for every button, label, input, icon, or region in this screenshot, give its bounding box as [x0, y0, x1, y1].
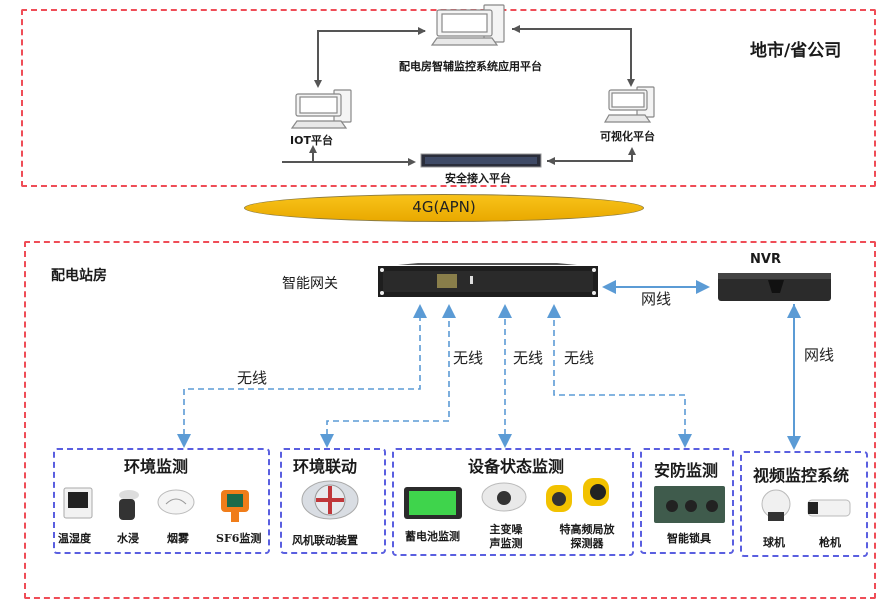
- device-label: 蓄电池监测: [405, 530, 460, 543]
- group-security-monitoring: [640, 448, 734, 554]
- group-title: 设备状态监测: [468, 457, 565, 476]
- group-video-surveillance: [740, 451, 868, 557]
- link-access-viz: [547, 147, 636, 162]
- access-platform-label: 安全接入平台: [445, 172, 511, 185]
- thermo-hygrometer-icon: [63, 487, 93, 519]
- 4g-apn-label: 4G(APN): [412, 198, 476, 216]
- wireless-linkage-label: 无线: [453, 349, 484, 367]
- gateway-device-icon: [378, 263, 598, 297]
- device-label: 温湿度: [58, 532, 91, 545]
- viz-platform-label: 可视化平台: [600, 130, 655, 143]
- dome-camera-icon: [761, 489, 791, 521]
- fan-linkage-icon: [301, 480, 359, 520]
- link-wireless-security: [553, 312, 686, 445]
- group-equipment-status: [392, 448, 634, 556]
- nvr-device-icon: [718, 273, 831, 301]
- group-environment-monitoring: [53, 448, 270, 554]
- link-wireless-linkage: [326, 312, 450, 445]
- battery-monitor-icon: [404, 487, 462, 519]
- gateway-label: 智能网关: [282, 276, 338, 292]
- device-label: 烟雾: [167, 532, 189, 545]
- device-label: 枪机: [819, 536, 841, 549]
- group-title: 环境联动: [293, 457, 358, 476]
- water-sensor-icon: [119, 490, 139, 520]
- iot-platform-label: IOT平台: [290, 134, 333, 147]
- device-label: 智能锁具: [667, 532, 711, 545]
- group-title: 环境监测: [124, 457, 189, 476]
- device-label: 水浸: [117, 532, 139, 545]
- smart-lock-icon: [654, 486, 725, 523]
- substation-zone-label: 配电站房: [51, 268, 107, 284]
- uhf-pd-detector-icon: [546, 478, 609, 512]
- wireless-device-label: 无线: [513, 349, 544, 367]
- nvr-video-link-label: 网线: [804, 346, 835, 364]
- link-app-viz: [512, 28, 635, 87]
- sf6-sensor-icon: [221, 490, 249, 522]
- app-platform-computer-icon: [430, 4, 505, 46]
- smoke-detector-icon: [157, 489, 195, 515]
- group-environment-linkage: [280, 448, 386, 554]
- device-label: SF6监测: [216, 532, 262, 545]
- device-label: 球机: [763, 536, 785, 549]
- wireless-env-label: 无线: [237, 369, 268, 387]
- iot-platform-computer-icon: [290, 89, 352, 129]
- access-server-icon: [420, 153, 542, 168]
- gateway-nvr-link-label: 网线: [641, 290, 672, 308]
- noise-monitor-icon: [481, 482, 527, 512]
- substation-zone: [24, 241, 876, 599]
- provincial-zone-label: 地市/省公司: [750, 41, 842, 61]
- viz-platform-computer-icon: [603, 86, 655, 123]
- device-label: 风机联动装置: [292, 534, 358, 547]
- group-title: 视频监控系统: [753, 466, 850, 485]
- app-platform-label: 配电房智辅监控系统应用平台: [399, 60, 542, 73]
- nvr-label: NVR: [750, 252, 781, 267]
- device-label: 主变噪声监测: [489, 523, 523, 550]
- wireless-arrowheads: [177, 304, 692, 448]
- 4g-apn-network: 4G(APN): [244, 194, 644, 222]
- link-wireless-env: [183, 312, 421, 445]
- bullet-camera-icon: [807, 499, 851, 517]
- wireless-security-label: 无线: [564, 349, 595, 367]
- device-label: 特高频局放探测器: [559, 523, 615, 550]
- group-title: 安防监测: [654, 461, 719, 480]
